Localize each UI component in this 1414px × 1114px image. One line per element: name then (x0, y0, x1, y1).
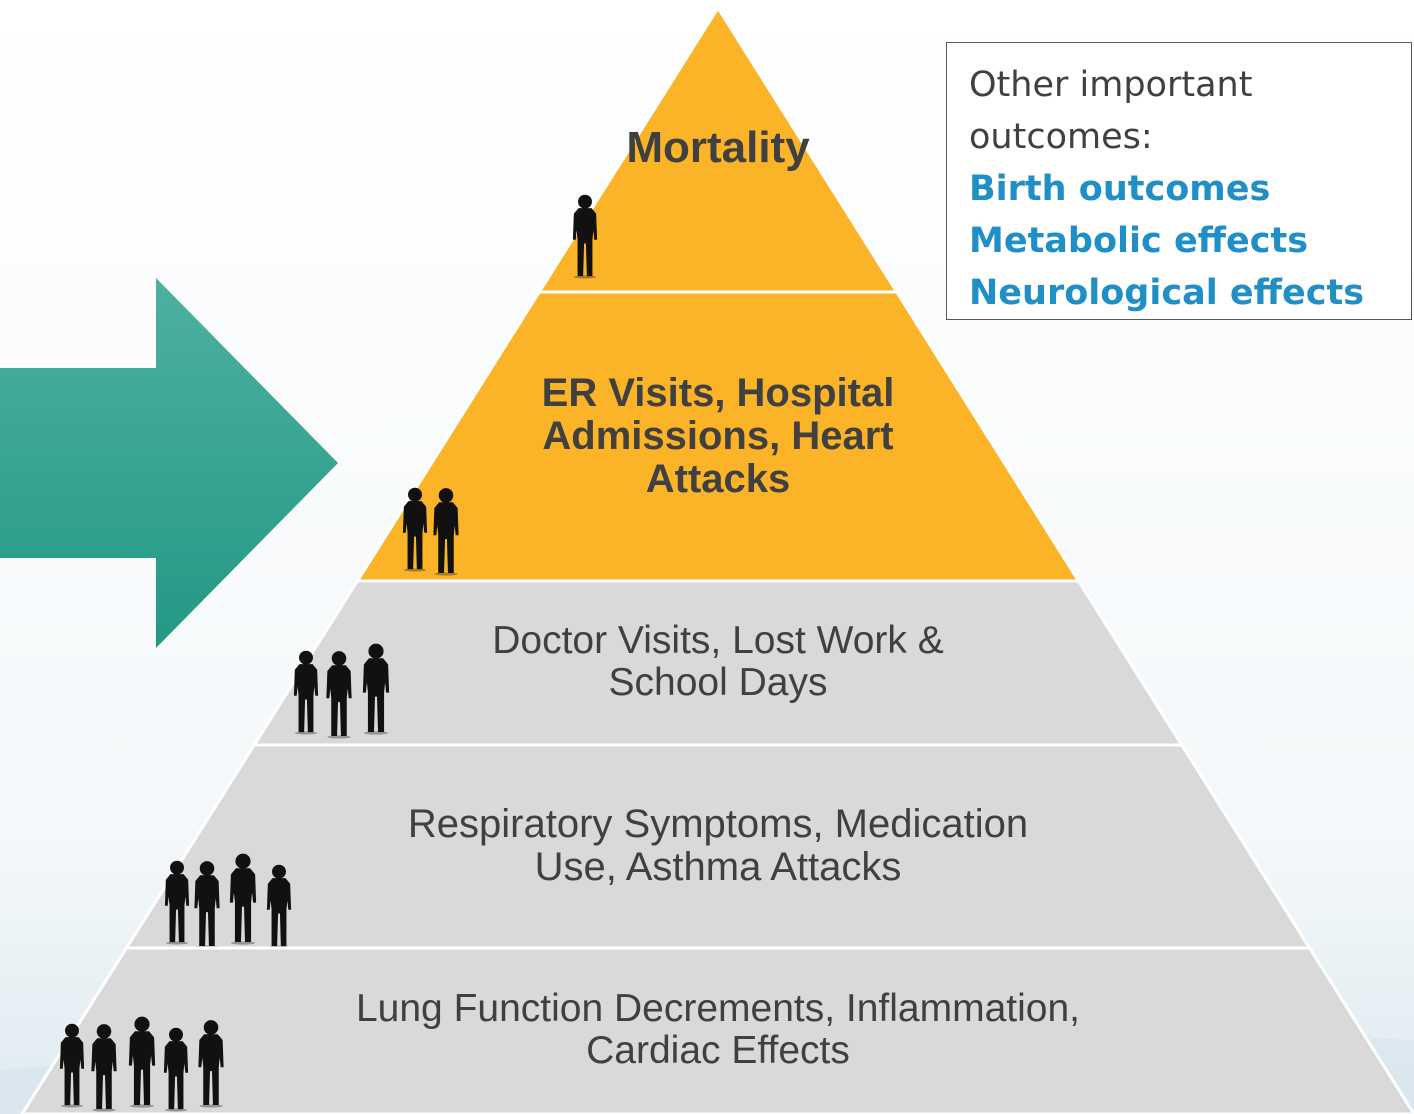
tier-label-mortality: Mortality (626, 123, 810, 172)
tier-label-lung-function: Lung Function Decrements, Inflammation, … (355, 987, 1080, 1073)
tier-label-er-visits: ER Visits, Hospital Admissions, Heart At… (541, 371, 895, 502)
right-arrow-shape (0, 278, 338, 648)
person-icon (229, 853, 257, 945)
tier-label-doctor-visits: Doctor Visits, Lost Work & School Days (492, 619, 944, 705)
other-outcomes-box: Other important outcomes: Birth outcomes… (946, 42, 1412, 320)
person-icon (402, 487, 428, 572)
birth-outcomes-item: Birth outcomes (969, 169, 1271, 209)
person-icon (433, 488, 459, 576)
person-icon (326, 651, 352, 739)
person-icon (164, 860, 190, 945)
person-icon (572, 194, 598, 279)
person-icon (91, 1024, 117, 1112)
neurological-effects-item: Neurological effects (969, 273, 1365, 313)
person-icon (293, 650, 319, 735)
person-icon (362, 643, 390, 735)
person-icon (163, 1027, 189, 1112)
tier-label-respiratory-symptoms: Respiratory Symptoms, Medication Use, As… (407, 802, 1029, 890)
pyramid-tier-lung-function (20, 946, 1414, 1114)
other-outcomes-heading: Other important outcomes: (969, 65, 1253, 157)
metabolic-effects-item: Metabolic effects (969, 221, 1309, 261)
person-icon (198, 1020, 224, 1108)
person-icon (59, 1023, 85, 1108)
person-icon (128, 1016, 156, 1108)
